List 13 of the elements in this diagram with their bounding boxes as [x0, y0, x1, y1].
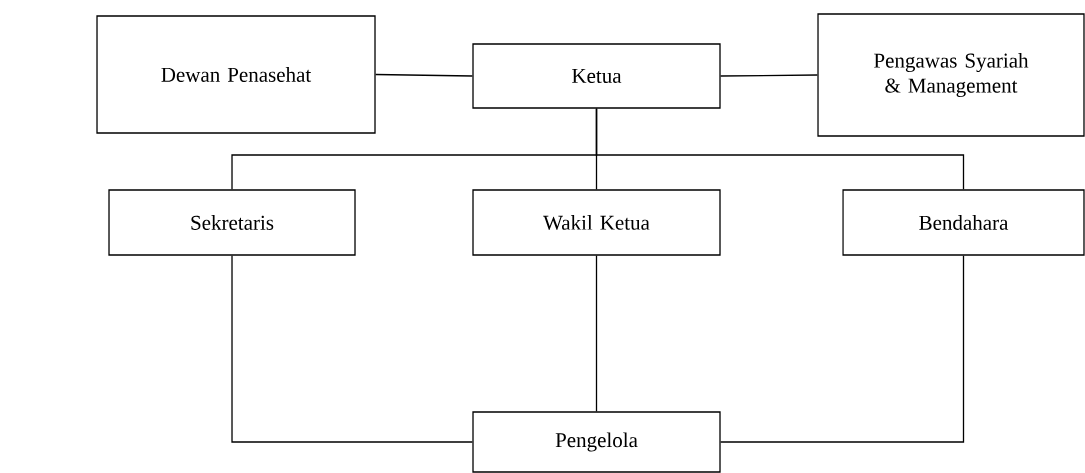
connector-line [595, 108, 965, 190]
org-box: Bendahara [842, 189, 1085, 256]
connector-line [720, 255, 965, 443]
connector-line [375, 73, 473, 77]
connector-line [231, 255, 473, 443]
connector-line [595, 255, 598, 412]
connector-line [720, 74, 818, 77]
org-box: Ketua [472, 43, 721, 109]
org-box: Sekretaris [108, 189, 356, 256]
org-box: Pengawas Syariah & Management [817, 13, 1085, 137]
org-box: Pengelola [472, 411, 721, 473]
org-box: Wakil Ketua [472, 189, 721, 256]
org-box: Dewan Penasehat [96, 15, 376, 134]
